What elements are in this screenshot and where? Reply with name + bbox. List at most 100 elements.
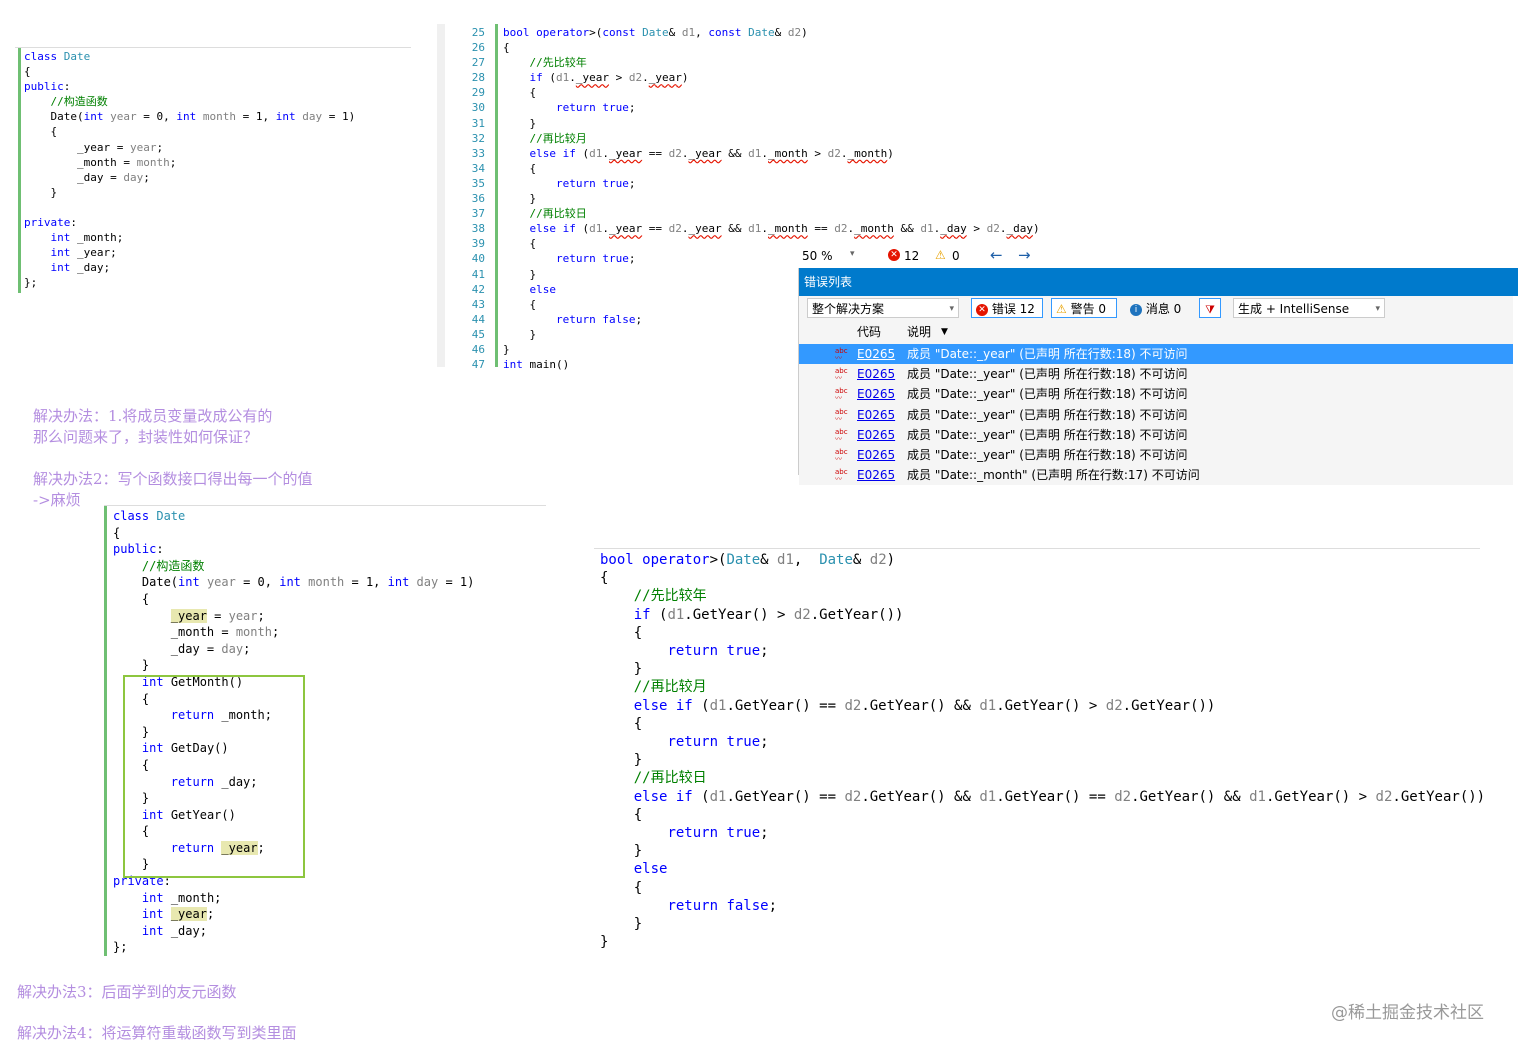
- filter-toggle-button[interactable]: ⧩: [1199, 298, 1221, 318]
- code-line[interactable]: else if (d1.GetYear() == d2.GetYear() &&…: [633, 697, 1216, 714]
- code-line[interactable]: }: [113, 857, 150, 872]
- code-line[interactable]: };: [24, 276, 38, 290]
- code-line[interactable]: }: [600, 934, 609, 951]
- code-line[interactable]: {: [600, 879, 643, 896]
- warning-count[interactable]: 0: [952, 249, 960, 263]
- code-text[interactable]: class Date { public: //构造函数 Date(int year …: [113, 508, 474, 956]
- code-line[interactable]: return false;: [555, 312, 643, 326]
- code-line[interactable]: }: [503, 192, 537, 206]
- warnings-filter-button[interactable]: ⚠ 警告 0: [1051, 298, 1117, 318]
- code-line[interactable]: {: [600, 570, 609, 587]
- code-line[interactable]: bool operator>(Date& d1, Date& d2): [600, 552, 896, 568]
- code-line[interactable]: return _year;: [170, 840, 265, 855]
- code-line[interactable]: int GetDay(): [141, 741, 229, 756]
- code-line[interactable]: int _month;: [141, 890, 222, 905]
- code-line[interactable]: {: [503, 41, 510, 55]
- arrow-left-icon[interactable]: ←: [990, 246, 1003, 264]
- code-line[interactable]: int GetMonth(): [141, 674, 244, 689]
- code-line[interactable]: return true;: [555, 252, 636, 266]
- code-line[interactable]: {: [600, 624, 643, 641]
- code-line[interactable]: Date(int year = 0, int month = 1, int da…: [113, 575, 475, 590]
- code-line[interactable]: {: [503, 297, 537, 311]
- code-line[interactable]: }: [503, 116, 537, 130]
- code-line[interactable]: //构造函数: [141, 558, 205, 573]
- code-line[interactable]: private:: [24, 216, 77, 230]
- code-line[interactable]: {: [113, 691, 150, 706]
- code-line[interactable]: //先比较年: [529, 56, 587, 70]
- errors-filter-button[interactable]: ✕ 错误 12: [971, 298, 1043, 318]
- code-line[interactable]: }: [113, 791, 150, 806]
- code-line[interactable]: }: [600, 752, 643, 769]
- code-line[interactable]: _day = day;: [113, 641, 251, 656]
- code-line[interactable]: //再比较月: [529, 131, 587, 145]
- code-line[interactable]: }: [24, 185, 58, 199]
- error-code-link[interactable]: E0265: [857, 367, 896, 382]
- error-list-title[interactable]: 错误列表: [799, 268, 1518, 296]
- code-line[interactable]: [24, 200, 355, 215]
- code-line[interactable]: int _year;: [141, 907, 215, 922]
- code-line[interactable]: }: [503, 267, 537, 281]
- code-line[interactable]: //再比较日: [633, 770, 707, 787]
- code-line[interactable]: _day = day;: [24, 170, 150, 184]
- error-count[interactable]: 12: [904, 249, 920, 263]
- messages-filter-button[interactable]: i 消息 0: [1125, 298, 1189, 318]
- code-line[interactable]: }: [503, 327, 537, 341]
- code-line[interactable]: int _day;: [141, 923, 207, 938]
- code-line[interactable]: return true;: [667, 825, 769, 842]
- build-source-dropdown[interactable]: 生成 + IntelliSense ▾: [1233, 298, 1385, 318]
- code-line[interactable]: public:: [113, 542, 164, 557]
- code-line[interactable]: {: [503, 237, 537, 251]
- code-line[interactable]: Date(int year = 0, int month = 1, int da…: [24, 110, 356, 124]
- code-line[interactable]: {: [113, 525, 121, 540]
- error-code-link[interactable]: E0265: [857, 427, 896, 442]
- code-line[interactable]: {: [113, 824, 150, 839]
- code-line[interactable]: else if (d1._year == d2._year && d1._mon…: [529, 222, 1040, 236]
- code-line[interactable]: {: [503, 161, 537, 175]
- code-line[interactable]: //先比较年: [633, 588, 707, 605]
- code-text[interactable]: bool operator>(const Date& d1, const Dat…: [503, 25, 1040, 372]
- chevron-down-icon[interactable]: ▾: [850, 249, 855, 259]
- code-line[interactable]: _year = year;: [170, 608, 265, 623]
- code-line[interactable]: }: [600, 843, 643, 860]
- code-line[interactable]: _month = month;: [113, 625, 280, 640]
- code-line[interactable]: return false;: [667, 897, 778, 914]
- code-line[interactable]: {: [600, 715, 643, 732]
- code-line[interactable]: _month = month;: [24, 155, 177, 169]
- code-line[interactable]: }: [503, 342, 510, 356]
- column-header-description[interactable]: 说明: [907, 325, 932, 339]
- code-line[interactable]: int main(): [503, 358, 570, 372]
- code-line[interactable]: return _month;: [170, 708, 272, 723]
- error-code-link[interactable]: E0265: [857, 387, 896, 402]
- code-line[interactable]: {: [600, 806, 643, 823]
- code-line[interactable]: }: [113, 658, 150, 673]
- code-line[interactable]: bool operator>(const Date& d1, const Dat…: [503, 26, 808, 39]
- code-line[interactable]: int _month;: [50, 231, 124, 245]
- code-line[interactable]: }: [113, 724, 150, 739]
- code-line[interactable]: }: [600, 661, 643, 678]
- error-code-link[interactable]: E0265: [857, 448, 896, 462]
- code-line[interactable]: {: [24, 125, 58, 139]
- error-code-link[interactable]: E0265: [857, 347, 896, 361]
- code-line[interactable]: else: [529, 282, 557, 296]
- code-line[interactable]: else if (d1.GetYear() == d2.GetYear() &&…: [633, 788, 1486, 805]
- code-line[interactable]: class Date: [113, 509, 186, 523]
- code-line[interactable]: public:: [24, 80, 71, 94]
- code-text[interactable]: bool operator>(Date& d1, Date& d2) { //先比…: [600, 551, 1485, 951]
- code-line[interactable]: }: [600, 916, 643, 933]
- code-line[interactable]: };: [113, 940, 128, 955]
- code-line[interactable]: return true;: [667, 643, 769, 660]
- code-line[interactable]: {: [503, 86, 537, 100]
- code-line[interactable]: int _day;: [50, 261, 111, 275]
- code-line[interactable]: if (d1._year > d2._year): [529, 71, 689, 85]
- code-line[interactable]: {: [113, 591, 150, 606]
- arrow-right-icon[interactable]: →: [1018, 246, 1031, 264]
- code-line[interactable]: return _day;: [170, 774, 258, 789]
- code-line[interactable]: else: [633, 861, 668, 878]
- code-line[interactable]: //再比较日: [529, 207, 587, 221]
